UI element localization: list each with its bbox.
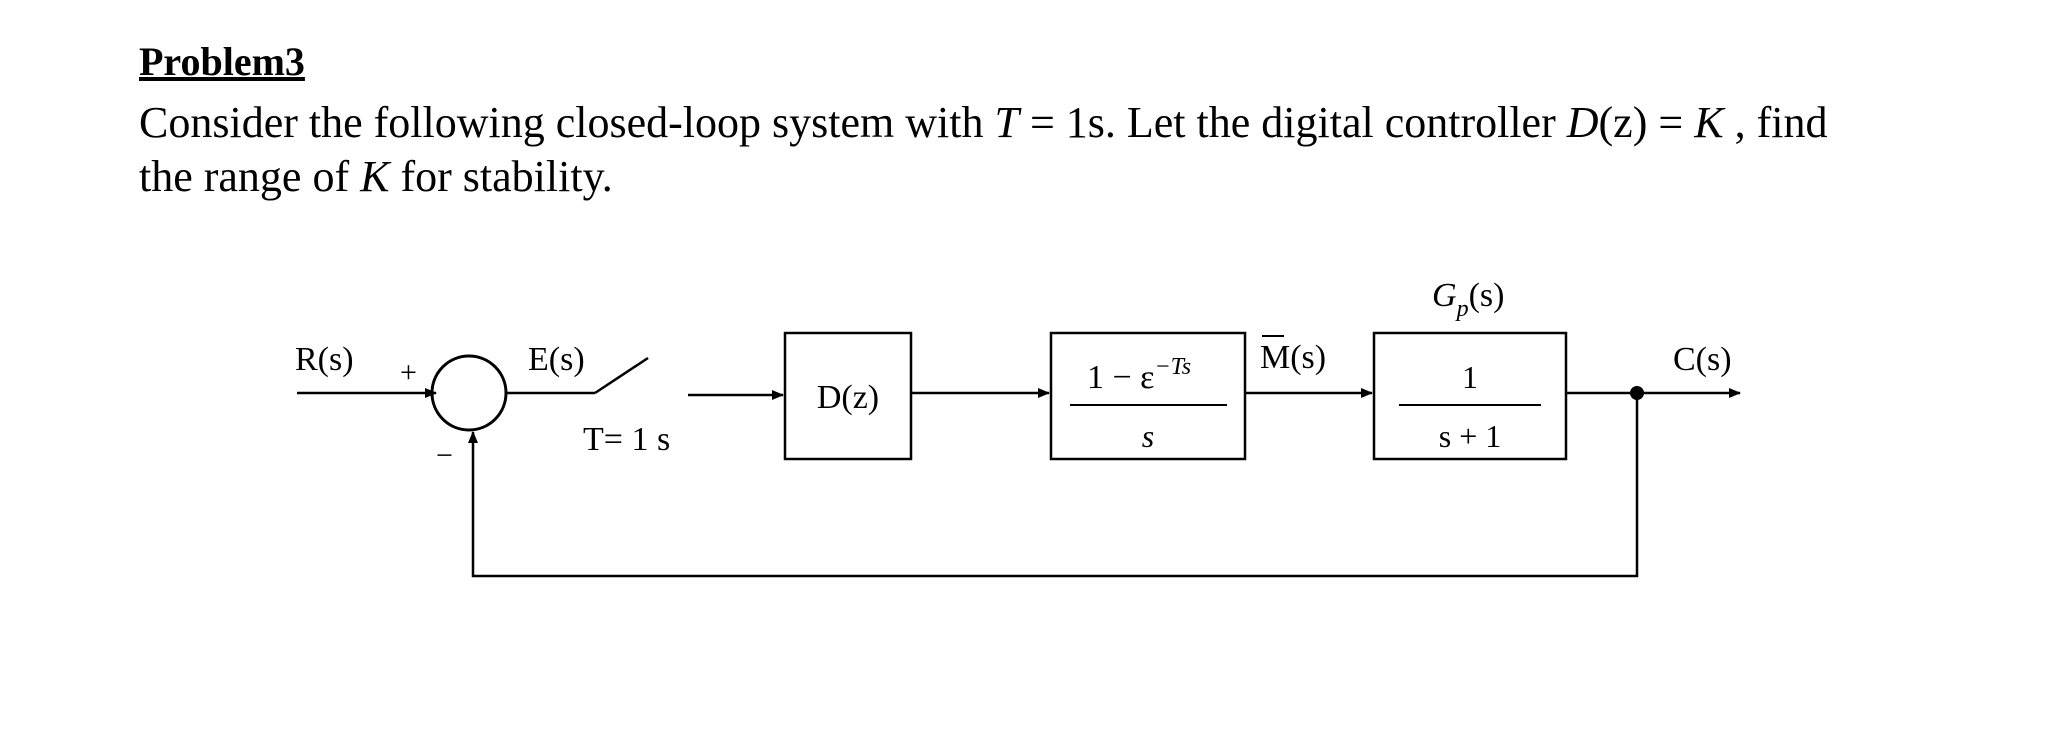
feedback-path — [468, 393, 1639, 578]
zoh-exponent: −Ts — [1154, 354, 1191, 380]
plus-sign: + — [400, 356, 417, 389]
sampler-label: T= 1 s — [583, 421, 670, 458]
output-label: C(s) — [1673, 341, 1732, 378]
statement-text: for stability. — [389, 152, 613, 201]
math-K: K — [1694, 98, 1724, 147]
statement-text: , find — [1723, 98, 1828, 147]
input-label: R(s) — [295, 341, 354, 378]
math-K: K — [360, 152, 390, 201]
problem-statement: Consider the following closed-loop syste… — [139, 96, 2019, 204]
math-z: (z) — [1598, 98, 1648, 147]
plant-numerator: 1 — [1462, 359, 1478, 395]
statement-text: = 1s. Let the digital controller — [1018, 98, 1567, 147]
statement-text: the range of — [139, 152, 361, 201]
math-D: D — [1566, 98, 1599, 147]
summing-junction — [430, 354, 508, 432]
sampler-switch — [594, 356, 649, 395]
mbar-label: M(s) — [1260, 339, 1326, 376]
zoh-numerator-base: 1 − ε — [1087, 359, 1154, 396]
controller-label: D(z) — [817, 379, 879, 416]
error-label: E(s) — [528, 341, 585, 378]
plant-title-sub: p — [1455, 296, 1469, 322]
statement-text: = — [1647, 98, 1695, 147]
minus-sign: − — [436, 439, 453, 472]
zoh-block — [1049, 331, 1247, 461]
problem-title: Problem3 — [139, 39, 305, 84]
controller-block — [783, 331, 913, 461]
statement-text: Consider the following closed-loop syste… — [139, 98, 995, 147]
zoh-denominator: s — [1142, 418, 1154, 454]
math-T: T — [994, 98, 1019, 147]
plant-title: Gp(s) — [1432, 277, 1504, 322]
zoh-numerator: 1 − ε−Ts — [1087, 354, 1191, 396]
plant-title-arg: (s) — [1469, 277, 1505, 314]
plant-block — [1372, 331, 1568, 461]
plant-denominator: s + 1 — [1439, 418, 1502, 454]
plant-title-main: G — [1432, 277, 1457, 314]
